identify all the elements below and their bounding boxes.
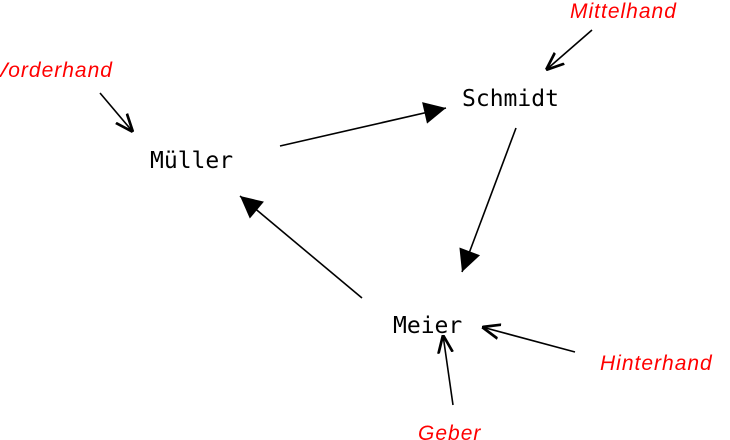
- role-vorderhand: Vorderhand: [0, 59, 113, 82]
- role-hinterhand: Hinterhand: [600, 352, 713, 375]
- player-schmidt: Schmidt: [462, 86, 559, 112]
- role-geber: Geber: [418, 422, 481, 440]
- arrow-meier-to-mueller: [239, 195, 363, 299]
- arrow-mittelhand: [546, 29, 593, 70]
- arrow-geber: [443, 335, 453, 406]
- player-mueller: Müller: [150, 148, 233, 174]
- arrow-hinterhand: [482, 327, 576, 353]
- role-mittelhand: Mittelhand: [570, 0, 677, 23]
- arrow-vorderhand: [99, 92, 133, 132]
- arrow-schmidt-to-meier: [459, 127, 517, 273]
- arrow-mueller-to-schmidt: [279, 102, 447, 147]
- player-meier: Meier: [393, 313, 462, 339]
